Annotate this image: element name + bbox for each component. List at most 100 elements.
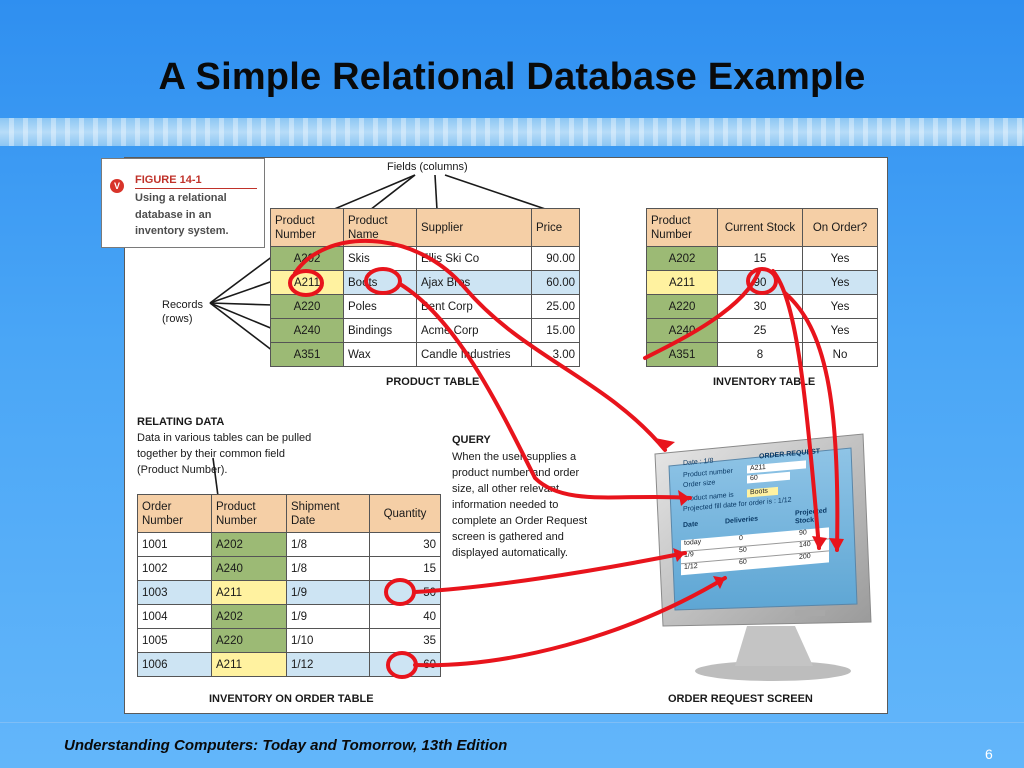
- table-cell: A220: [270, 294, 344, 319]
- table-cell: A351: [646, 342, 718, 367]
- table-cell: 1/12: [286, 652, 370, 677]
- product-col-header: Product Name: [343, 208, 417, 247]
- table-cell: 1/8: [286, 556, 370, 581]
- table-cell: 30: [717, 294, 803, 319]
- query-title: QUERY: [452, 434, 491, 446]
- table-cell: 15: [369, 556, 441, 581]
- table-cell: Ellis Ski Co: [416, 246, 532, 271]
- table-cell: 1/8: [286, 532, 370, 557]
- table-cell: 90.00: [531, 246, 580, 271]
- table-cell: 35: [369, 628, 441, 653]
- table-row: A351 Wax Candle Industries 3.00: [270, 342, 580, 367]
- table-cell: Yes: [802, 318, 878, 343]
- table-row: A220 Poles Bent Corp 25.00: [270, 294, 580, 319]
- table-cell: 1002: [137, 556, 212, 581]
- screen-cell: 50: [739, 546, 747, 555]
- table-cell: 90: [717, 270, 803, 295]
- table-cell: Skis: [343, 246, 417, 271]
- table-cell: A211: [646, 270, 718, 295]
- table-cell: A220: [646, 294, 718, 319]
- query-text: When the user supplies a: [452, 451, 577, 463]
- table-cell: A240: [211, 556, 287, 581]
- table-cell: A202: [646, 246, 718, 271]
- screen-cell: 140: [799, 540, 811, 549]
- screen-col-date: Date: [683, 520, 699, 530]
- table-cell: 1001: [137, 532, 212, 557]
- screen-cell: 200: [799, 552, 811, 561]
- order-col-header: Shipment Date: [286, 494, 370, 533]
- figure-panel: V FIGURE 14-1 Using a relational databas…: [101, 157, 888, 714]
- table-cell: 15: [717, 246, 803, 271]
- screen-cell: 1/12: [684, 562, 698, 572]
- table-row: 1002 A240 1/8 15: [137, 556, 441, 581]
- table-cell: Wax: [343, 342, 417, 367]
- relating-title: RELATING DATA: [137, 416, 225, 428]
- product-table: Product Number Product Name Supplier Pri…: [270, 208, 580, 367]
- table-row: 1006 A211 1/12 60: [137, 652, 441, 677]
- order-col-header: Order Number: [137, 494, 212, 533]
- relating-text: together by their common field: [137, 448, 285, 460]
- inventory-col-header: Product Number: [646, 208, 718, 247]
- table-cell: 40: [369, 604, 441, 629]
- table-cell: Ajax Bros: [416, 270, 532, 295]
- caption-divider: [135, 188, 257, 189]
- table-cell: Acme Corp: [416, 318, 532, 343]
- table-cell: Candle Industries: [416, 342, 532, 367]
- figure-marker-icon: V: [110, 179, 124, 193]
- records-sublabel: (rows): [162, 313, 193, 325]
- inventory-table-caption: INVENTORY TABLE: [713, 376, 816, 388]
- table-row: A220 30 Yes: [646, 294, 878, 319]
- table-row: A202 Skis Ellis Ski Co 90.00: [270, 246, 580, 271]
- table-cell: A202: [211, 604, 287, 629]
- order-col-header: Product Number: [211, 494, 287, 533]
- table-cell: Boots: [343, 270, 417, 295]
- table-cell: No: [802, 342, 878, 367]
- order-col-header: Quantity: [369, 494, 441, 533]
- table-cell: A211: [211, 580, 287, 605]
- query-text: size, all other relevant: [452, 483, 559, 495]
- table-row: A211 Boots Ajax Bros 60.00: [270, 270, 580, 295]
- table-cell: A351: [270, 342, 344, 367]
- table-cell: 30: [369, 532, 441, 557]
- table-row: 1003 A211 1/9 50: [137, 580, 441, 605]
- inventory-table: Product Number Current Stock On Order? A…: [646, 208, 878, 367]
- screen-cell: 0: [739, 534, 743, 543]
- inventory-col-header: Current Stock: [717, 208, 803, 247]
- query-text: screen is gathered and: [452, 531, 564, 543]
- product-col-header: Price: [531, 208, 580, 247]
- monitor-illustration: [654, 433, 872, 681]
- table-cell: 60: [369, 652, 441, 677]
- query-text: product number and order: [452, 467, 580, 479]
- figure-number: FIGURE 14-1: [135, 174, 202, 186]
- table-cell: A211: [211, 652, 287, 677]
- inventory-col-header: On Order?: [802, 208, 878, 247]
- decorative-banner: [0, 118, 1024, 146]
- table-cell: 1/9: [286, 580, 370, 605]
- table-row: A351 8 No: [646, 342, 878, 367]
- product-table-caption: PRODUCT TABLE: [386, 376, 480, 388]
- records-label: Records: [162, 299, 203, 311]
- table-row: 1001 A202 1/8 30: [137, 532, 441, 557]
- screen-cell: today: [684, 538, 702, 548]
- screen-cell: 1/9: [684, 551, 694, 560]
- table-cell: Yes: [802, 270, 878, 295]
- relating-text: Data in various tables can be pulled: [137, 432, 312, 444]
- table-row: A202 15 Yes: [646, 246, 878, 271]
- table-cell: Yes: [802, 294, 878, 319]
- table-cell: 1/9: [286, 604, 370, 629]
- table-row: A240 Bindings Acme Corp 15.00: [270, 318, 580, 343]
- query-text: displayed automatically.: [452, 547, 568, 559]
- table-cell: 1006: [137, 652, 212, 677]
- table-cell: Bindings: [343, 318, 417, 343]
- table-cell: Poles: [343, 294, 417, 319]
- table-cell: A240: [646, 318, 718, 343]
- table-cell: 50: [369, 580, 441, 605]
- screen-cell: 60: [739, 558, 747, 567]
- table-row: 1004 A202 1/9 40: [137, 604, 441, 629]
- table-cell: 60.00: [531, 270, 580, 295]
- relating-text: (Product Number).: [137, 464, 228, 476]
- page-number: 6: [985, 746, 993, 762]
- table-cell: A202: [270, 246, 344, 271]
- table-cell: 1/10: [286, 628, 370, 653]
- table-cell: 15.00: [531, 318, 580, 343]
